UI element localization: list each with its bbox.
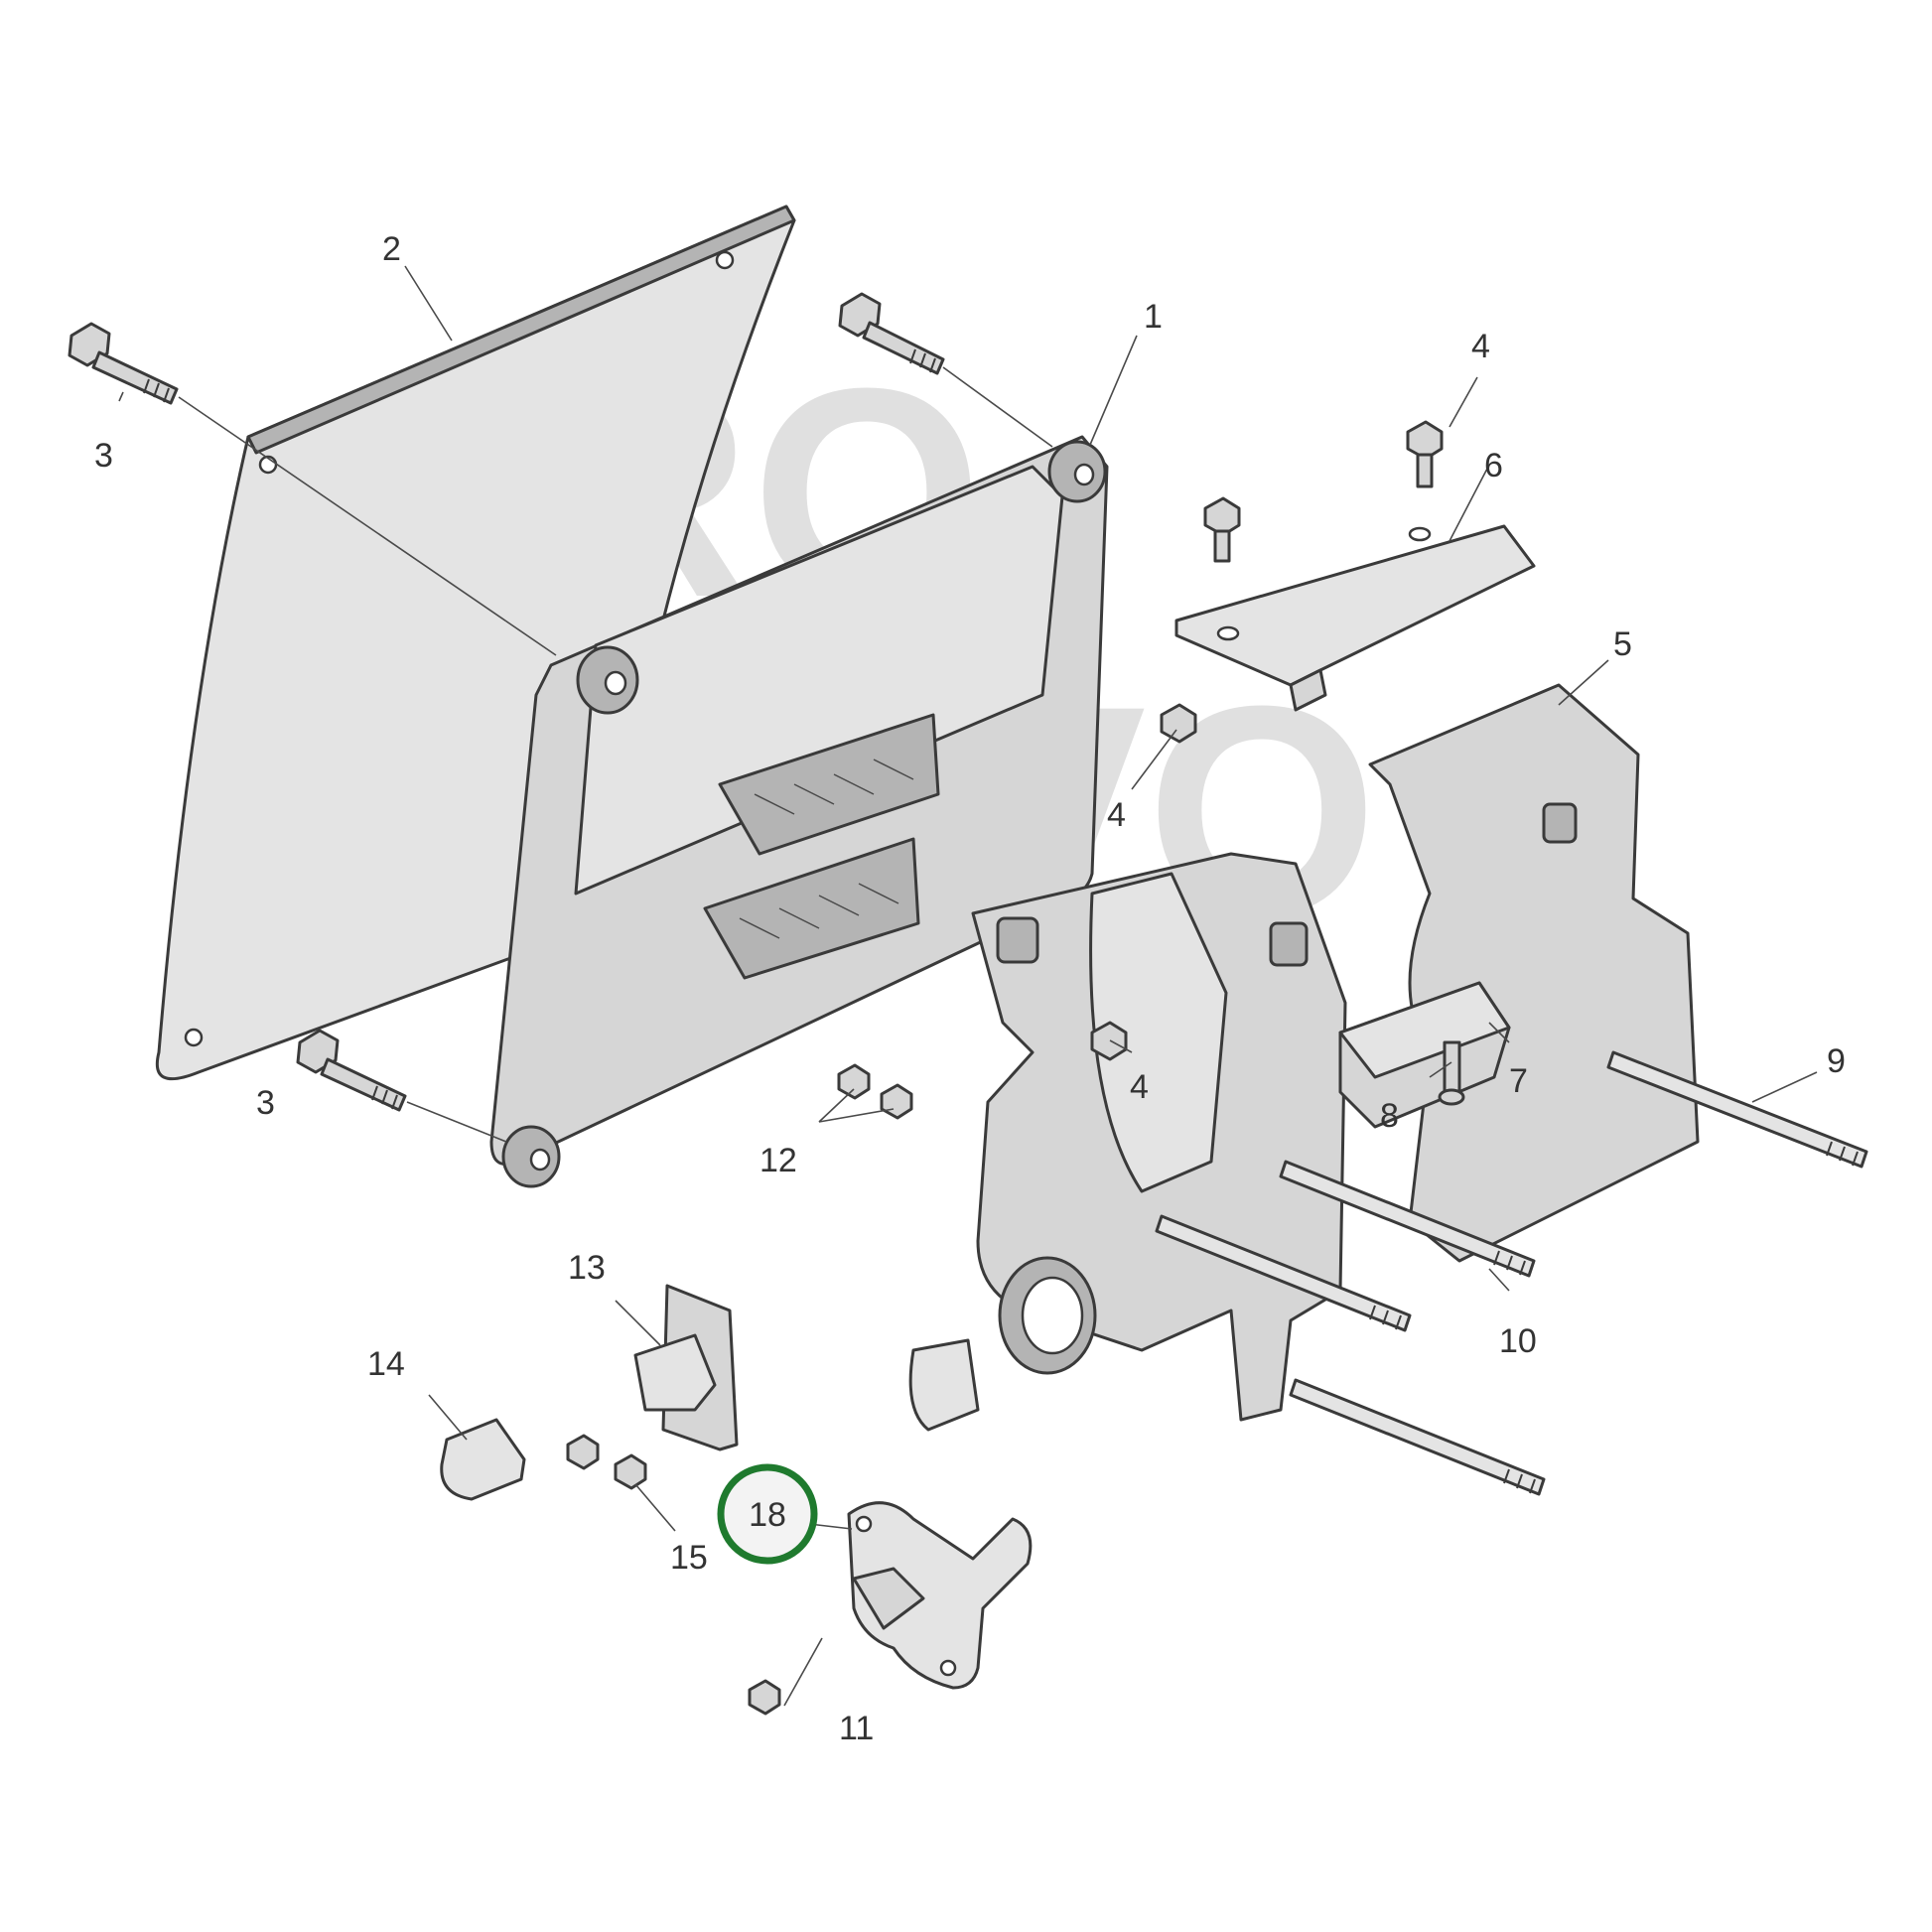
highlight-ring <box>717 1463 818 1565</box>
callout-3-lower: 3 <box>256 1084 275 1122</box>
callout-labels: 1 2 3 3 4 4 4 5 6 7 8 9 10 11 12 13 14 1… <box>94 230 1846 1747</box>
long-screw-upper <box>68 322 557 656</box>
sensor-module <box>1338 981 1511 1129</box>
callout-4-lower: 4 <box>1130 1068 1149 1106</box>
callout-15: 15 <box>670 1539 708 1577</box>
long-screw-top-right <box>838 292 1053 448</box>
callout-8: 8 <box>1380 1097 1399 1135</box>
sensor-screw <box>1438 1040 1465 1106</box>
callout-1: 1 <box>1144 298 1163 336</box>
grommet-set <box>501 440 1107 1188</box>
connector-plug <box>440 1418 526 1501</box>
callout-12: 12 <box>759 1142 797 1179</box>
callout-4-middle: 4 <box>1107 796 1126 834</box>
callout-5: 5 <box>1613 625 1632 663</box>
leader-lines <box>118 265 1818 1707</box>
highlighted-callout[interactable]: 18 <box>717 1463 818 1565</box>
callout-10: 10 <box>1499 1322 1537 1360</box>
callout-9: 9 <box>1827 1042 1846 1080</box>
connector-housing <box>633 1284 739 1451</box>
callout-2: 2 <box>382 230 401 268</box>
control-unit <box>489 435 1109 1188</box>
rear-bracket <box>1368 683 1700 1263</box>
callout-13: 13 <box>568 1249 606 1287</box>
main-bracket <box>908 852 1347 1432</box>
callout-3-upper: 3 <box>94 437 113 475</box>
callout-18: 18 <box>749 1496 786 1534</box>
long-screw-lower <box>296 1029 507 1143</box>
callout-14: 14 <box>367 1345 405 1383</box>
callout-4-top: 4 <box>1471 328 1490 365</box>
tie-rods <box>1155 1050 1868 1496</box>
callout-7: 7 <box>1509 1062 1528 1100</box>
upper-bracket-plate <box>1174 524 1536 712</box>
callout-11: 11 <box>839 1710 874 1747</box>
rotary-switch <box>847 1501 1033 1690</box>
callout-6: 6 <box>1484 447 1503 484</box>
